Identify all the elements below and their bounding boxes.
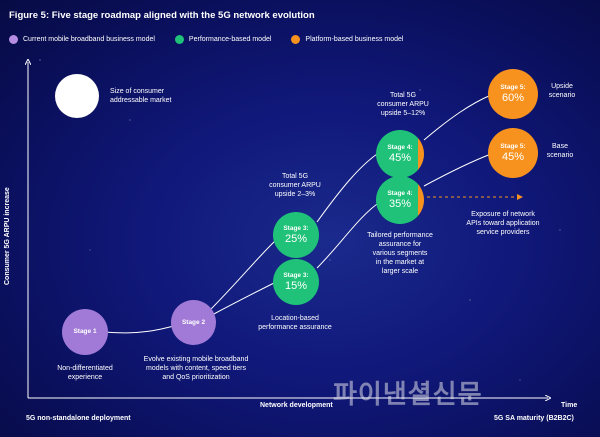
legend-label-platform: Platform-based business model (305, 36, 404, 43)
stage4a-caption-line-5: larger scale (381, 268, 419, 275)
legend-item-performance: Performance-based model (174, 35, 272, 44)
stage4a-caption: Tailored performance assurance for vario… (352, 231, 448, 276)
stage1-circle: Stage 1 (62, 309, 108, 355)
stage3b-label: Stage 3: (283, 224, 309, 232)
legend: Current mobile broadband business model … (9, 35, 403, 44)
legend-label-performance: Performance-based model (188, 36, 272, 43)
size-legend-line-1: Size of consumer (110, 88, 165, 95)
legend-dot-green (174, 35, 184, 44)
arpu-upside-2: Total 5G consumer ARPU upside 5–12% (360, 91, 446, 118)
stage5b-circle: Stage 5: 60% (488, 69, 538, 119)
stage4a-caption-line-1: Tailored performance (367, 232, 433, 239)
connector-stage3b-stage4b (316, 151, 381, 223)
stage3a-caption-line-2: performance assurance (258, 324, 332, 331)
arpu-upside-1: Total 5G consumer ARPU upside 2–3% (254, 172, 336, 199)
stage5a-caption: Base scenario (540, 142, 580, 160)
stage4b-label: Stage 4: (387, 143, 413, 151)
connector-stage4b-stage5b (423, 94, 492, 141)
connector-stage4a-stage5a (423, 153, 492, 187)
exposure-caption-line-2: APIs toward application (466, 220, 540, 227)
size-legend-circle (55, 74, 99, 118)
arpu-upside-1-line-3: upside 2–3% (274, 191, 316, 198)
stage4a-caption-line-2: assurance for (378, 241, 422, 248)
stage1-caption-line-2: experience (67, 374, 103, 381)
stage2-caption-line-1: Evolve existing mobile broadband (143, 356, 249, 363)
stage1-label: Stage 1 (73, 328, 97, 335)
stage1-caption-line-1: Non-differentiated (57, 365, 113, 372)
stage5a-caption-line-1: Base (552, 143, 568, 150)
legend-label-current: Current mobile broadband business model (23, 36, 155, 43)
x-axis-label: Network development (260, 402, 333, 409)
stage2-label: Stage 2 (181, 318, 206, 326)
legend-item-platform: Platform-based business model (291, 35, 403, 44)
stage5a-label: Stage 5: (500, 142, 526, 150)
arpu-upside-2-line-2: consumer ARPU (377, 101, 429, 108)
stage5a-value: 45% (501, 150, 525, 163)
stage5a-caption-line-2: scenario (546, 152, 574, 159)
x-axis-end-label: 5G SA maturity (B2B2C) (494, 415, 574, 422)
stage4b-value: 45% (388, 151, 412, 164)
stage5b-caption-line-1: Upside (551, 83, 573, 90)
stage2-caption: Evolve existing mobile broadband models … (128, 355, 264, 382)
connector-stage2-stage3b (209, 239, 277, 311)
stage4a-circle: Stage 4: 35% (376, 176, 424, 224)
stage5a-circle: Stage 5: 45% (488, 128, 538, 178)
stage5b-caption-line-2: scenario (548, 92, 576, 99)
legend-item-current: Current mobile broadband business model (9, 35, 155, 44)
stage4a-value: 35% (388, 197, 412, 210)
stage3b-circle: Stage 3: 25% (273, 212, 319, 258)
exposure-caption-line-1: Exposure of network (471, 211, 535, 218)
stage4a-caption-line-3: various segments (372, 250, 428, 257)
stage2-circle: Stage 2 (171, 300, 216, 345)
watermark-logo: 파이낸셜신문 (333, 380, 483, 410)
arpu-upside-2-line-3: upside 5–12% (380, 110, 426, 117)
stage3a-value: 15% (284, 279, 308, 292)
size-legend-text: Size of consumer addressable market (110, 87, 171, 105)
legend-dot-orange (291, 35, 301, 44)
arpu-upside-1-line-2: consumer ARPU (269, 182, 321, 189)
stage3a-circle: Stage 3: 15% (273, 259, 319, 305)
connector-stage3a-stage4a (316, 201, 381, 269)
legend-dot-purple (9, 35, 18, 44)
stage1-caption: Non-differentiated experience (38, 364, 132, 382)
y-axis-label: Consumer 5G ARPU increase (4, 187, 11, 285)
stage5b-label: Stage 5: (500, 83, 526, 91)
exposure-caption-line-3: service providers (476, 229, 530, 236)
figure-title: Figure 5: Five stage roadmap aligned wit… (9, 10, 315, 21)
stage4a-caption-line-4: in the market at (375, 259, 425, 266)
stage5b-value: 60% (501, 91, 525, 104)
x-axis-start-label: 5G non-standalone deployment (26, 415, 131, 422)
stage4b-circle: Stage 4: 45% (376, 130, 424, 178)
x-axis-time-label: Time (561, 402, 578, 409)
stage3a-caption-line-1: Location-based (271, 315, 319, 322)
stage3a-label: Stage 3: (283, 271, 309, 279)
exposure-caption: Exposure of network APIs toward applicat… (450, 210, 556, 237)
stage2-caption-line-3: and QoS prioritization (162, 374, 230, 381)
connector-stage2-stage3a (211, 281, 277, 316)
stage5b-caption: Upside scenario (540, 82, 584, 100)
size-legend-line-2: addressable market (110, 97, 172, 104)
stage3b-value: 25% (284, 232, 308, 245)
arpu-upside-1-line-1: Total 5G (281, 173, 309, 180)
stage2-caption-line-2: models with content, speed tiers (146, 365, 246, 372)
arpu-upside-2-line-1: Total 5G (389, 92, 417, 99)
stage4a-label: Stage 4: (387, 189, 413, 197)
stage3a-caption: Location-based performance assurance (240, 314, 350, 332)
